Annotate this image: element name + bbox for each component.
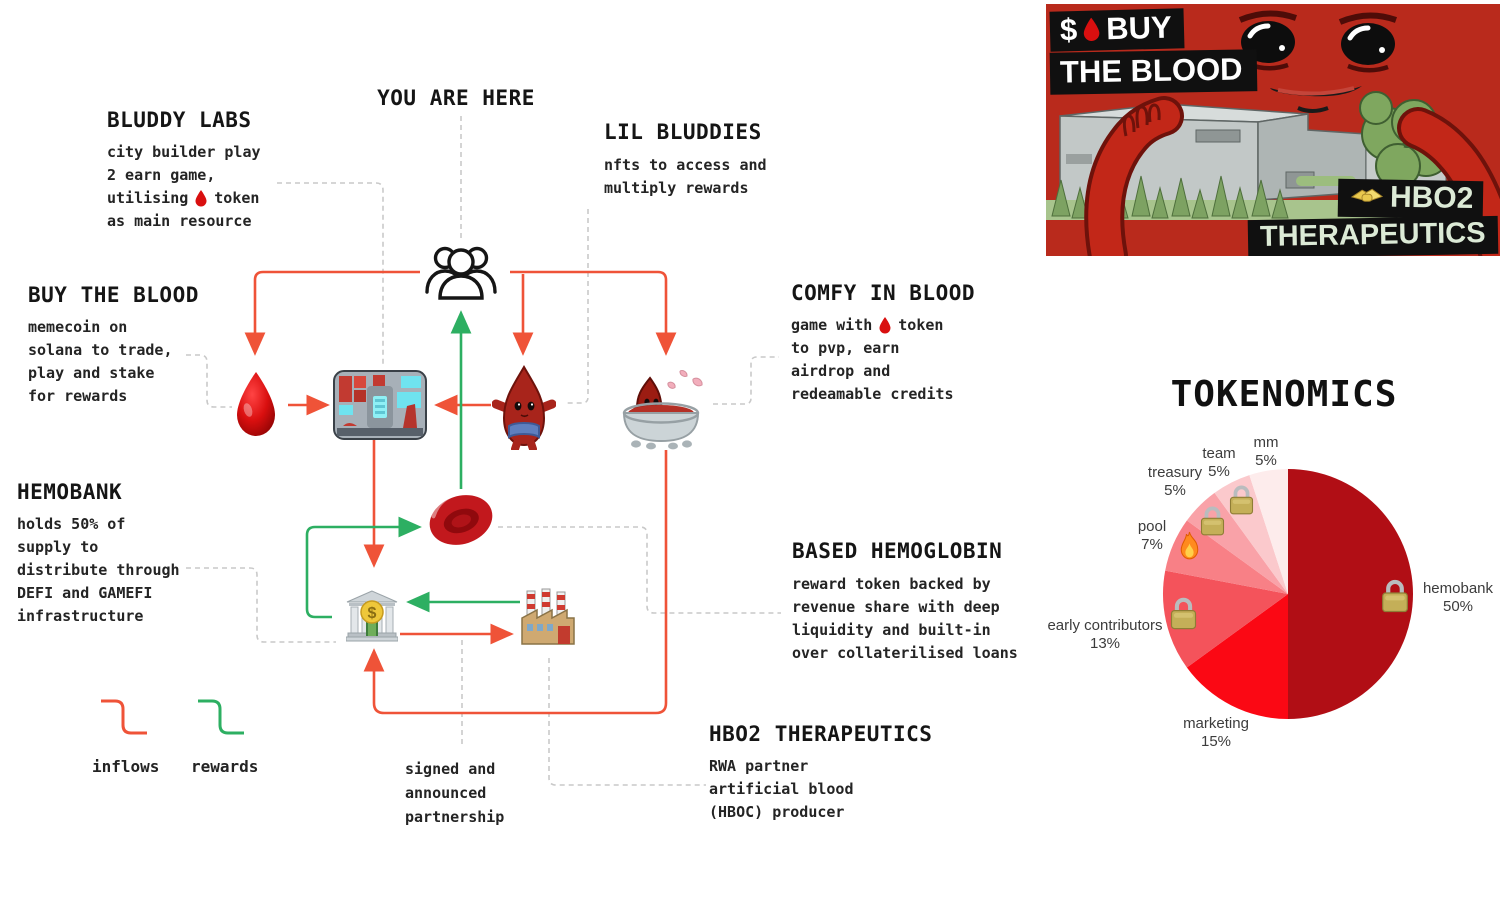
pie-slice-early-contributors [1163, 570, 1288, 668]
banner-title-line1: $ BUY [1049, 8, 1185, 52]
connector-comfy-in-blood [713, 356, 779, 405]
text-line: supply to [17, 538, 99, 556]
arrow-bathtub-to-bank [363, 450, 668, 715]
node-based-hemoglobin: BASED HEMOGLOBIN reward token backed by … [792, 539, 1018, 665]
pie-slice-mm [1249, 469, 1288, 594]
you-are-here-label: YOU ARE HERE [377, 86, 535, 110]
text-line: artificial blood [709, 780, 854, 798]
text-line: solana to trade, [28, 341, 173, 359]
rewards-legend-curve [198, 699, 244, 735]
pie-slice-marketing [1186, 594, 1288, 719]
connector-bluddy-labs [277, 182, 384, 366]
text-line: DEFI and GAMEFI [17, 584, 153, 602]
game-screenshot [333, 370, 427, 440]
connector-hbo2 [548, 658, 706, 786]
banner-partner-line2: THERAPEUTICS [1247, 215, 1498, 256]
bank-icon: $ [346, 590, 398, 642]
text-line: liquidity and built-in [792, 621, 991, 639]
banner-drop-icon [1083, 17, 1101, 41]
node-lil-bluddies: LIL BLUDDIES nfts to access and multiply… [604, 120, 767, 200]
connector-based-hemoglobin [498, 526, 781, 614]
factory-icon [521, 588, 575, 645]
arrow-bank-to-cell [305, 516, 422, 619]
inflows-legend-curve [101, 699, 147, 735]
connector-hemobank [186, 567, 336, 643]
node-comfy-in-blood: COMFY IN BLOOD game with token to pvp, e… [791, 281, 975, 406]
banner-partner-line1: HBO2 [1337, 178, 1484, 220]
arrow-users-to-token [244, 270, 420, 356]
handshake-icon [1350, 188, 1384, 202]
banner: $ BUY THE BLOOD HBO2 THERAPEUTICS [1046, 4, 1500, 256]
tokenomics-pie-chart [1163, 469, 1413, 719]
tokenomics-title: TOKENOMICS [1170, 374, 1398, 415]
text-line: memecoin on [28, 318, 128, 336]
text-line: city builder play [107, 143, 261, 161]
text-line: distribute through [17, 561, 180, 579]
blood-character [492, 365, 556, 450]
inflows-legend-label: inflows [92, 757, 160, 776]
svg-text:$: $ [368, 605, 377, 622]
arrow-users-to-bathtub [510, 270, 677, 356]
node-buy-the-blood: BUY THE BLOOD memecoin on solana to trad… [28, 283, 199, 408]
connector-lil-bluddies [566, 209, 589, 404]
node-hbo2-therapeutics: HBO2 THERAPEUTICS RWA partner artificial… [709, 722, 932, 824]
node-bluddy-labs: BLUDDY LABS city builder play 2 earn gam… [107, 108, 261, 233]
text-line: for rewards [28, 387, 128, 405]
node-hemobank: HEMOBANK holds 50% of supply to distribu… [17, 480, 180, 628]
blood-cell-icon [429, 492, 493, 545]
text-line: utilising token [107, 189, 260, 207]
blood-token-icon [237, 372, 275, 436]
text-line: announced [405, 784, 487, 802]
blood-token-mini-icon [195, 190, 207, 207]
text-line: RWA partner [709, 757, 809, 775]
text-line: nfts to access and [604, 156, 767, 174]
flow-arrows [186, 116, 781, 786]
pie-slice-pool [1165, 520, 1288, 594]
text-line: airdrop and [791, 362, 891, 380]
text-line: multiply rewards [604, 179, 749, 197]
text-line: revenue share with deep [792, 598, 1000, 616]
text-line: holds 50% of [17, 515, 126, 533]
text-line: 2 earn game, [107, 166, 216, 184]
text-line: partnership [405, 808, 505, 826]
banner-title-line2: THE BLOOD [1049, 49, 1257, 95]
text-line: as main resource [107, 212, 252, 230]
text-line: to pvp, earn [791, 339, 900, 357]
text-line: reward token backed by [792, 575, 991, 593]
bathtub-character [622, 370, 703, 450]
text-line: redeamable credits [791, 385, 954, 403]
users-icon [425, 246, 497, 300]
text-line: signed and [405, 760, 496, 778]
text-line: game with token [791, 316, 944, 334]
blood-token-mini-icon [879, 317, 891, 334]
text-line: infrastructure [17, 607, 144, 625]
partnership-note: signed and announced partnership [405, 757, 504, 829]
text-line: (HBOC) producer [709, 803, 845, 821]
text-line: play and stake [28, 364, 155, 382]
rewards-legend-label: rewards [191, 757, 259, 776]
pie-slice-hemobank [1288, 469, 1413, 719]
text-line: over collaterilised loans [792, 644, 1018, 662]
